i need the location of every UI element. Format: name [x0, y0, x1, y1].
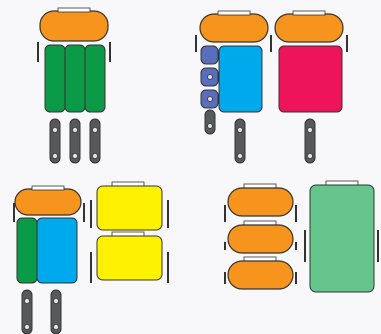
green-column-2: [65, 45, 85, 112]
crimson-panel: [279, 46, 342, 112]
group-orange-stack-mint: [225, 181, 378, 292]
group-green-blue-yellow: [14, 182, 168, 334]
small-pole: [205, 110, 215, 134]
pole-3: [90, 119, 100, 163]
orange-head-block: [40, 11, 108, 41]
blue-panel: [219, 46, 262, 112]
yellow-panel-top: [97, 186, 162, 230]
pole-2: [70, 119, 80, 163]
mint-panel: [310, 185, 374, 292]
blue-column: [37, 218, 77, 283]
group-three-green-columns: [38, 8, 110, 163]
yellow-panel-bottom: [97, 236, 162, 280]
orange-block-3: [228, 261, 293, 289]
orange-head-block-left: [200, 14, 268, 42]
orange-block-2: [228, 225, 293, 253]
green-column-1: [45, 45, 65, 112]
pole-1: [50, 119, 60, 163]
orange-head-block-right: [275, 14, 343, 42]
indigo-block-1: [201, 46, 218, 64]
pole-left: [22, 290, 32, 334]
pole-right: [51, 290, 61, 334]
green-column-3: [85, 45, 105, 112]
pole-blue: [235, 119, 245, 163]
orange-block-1: [228, 188, 293, 216]
pole-crimson: [305, 119, 315, 163]
orange-head-block: [15, 189, 81, 215]
green-column: [17, 218, 37, 283]
group-blue-crimson-pair: [196, 11, 347, 163]
